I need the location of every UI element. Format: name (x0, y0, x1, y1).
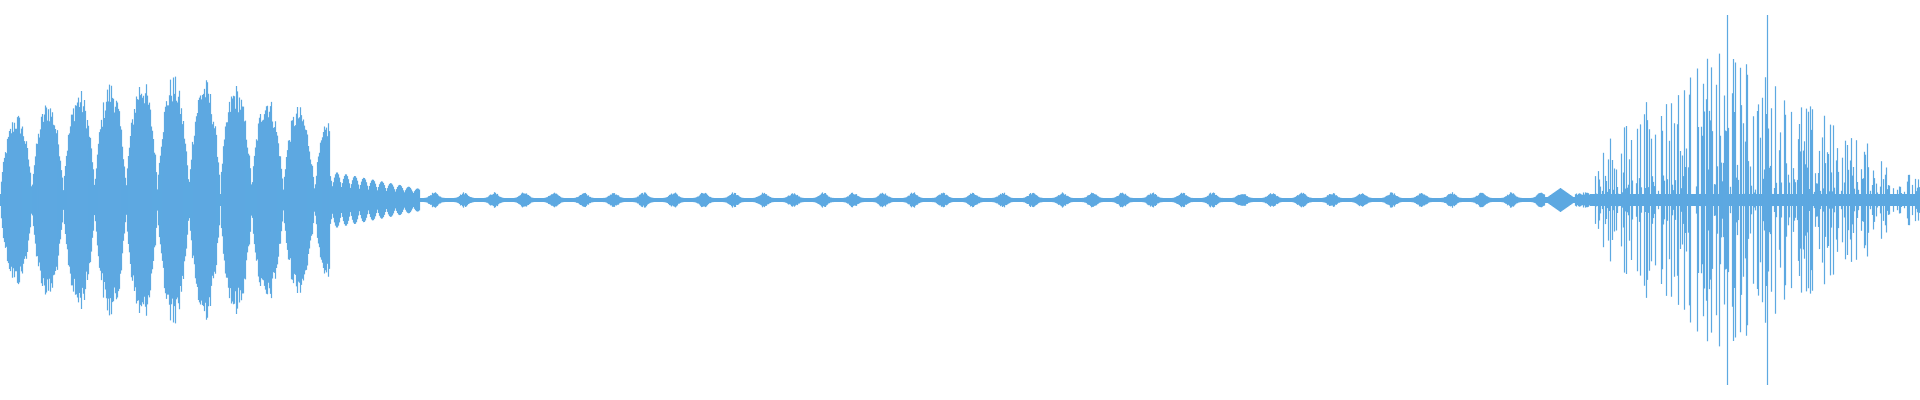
waveform-bars (0, 15, 1920, 385)
